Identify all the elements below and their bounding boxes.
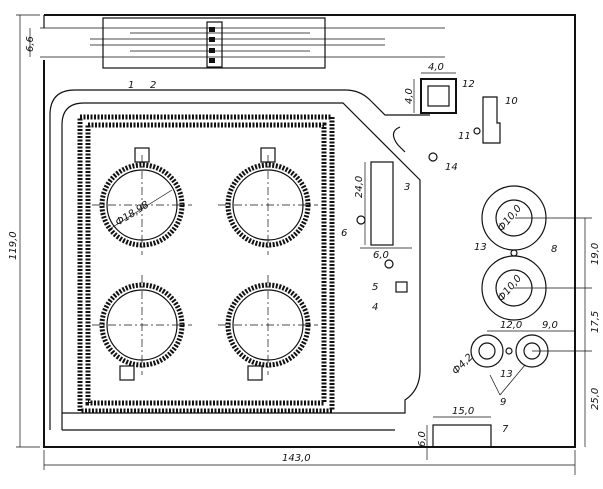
dim-119-0: 119,0 [8,231,19,260]
callout-13a: 13 [474,242,487,253]
dim-6-0-b: 6,0 [417,431,428,447]
callout-6: 6 [341,228,347,239]
dim-6-0-a: 6,0 [373,250,389,261]
tank-3 [92,275,192,375]
callout-5: 5 [372,282,378,293]
dim-19-0: 19,0 [590,243,601,265]
callout-8: 8 [551,244,557,255]
facilities [356,72,575,460]
callout-1: 1 [128,80,134,91]
tank-2 [218,155,318,255]
dim-phi-10-0-b: Ф10,0 [496,273,524,304]
dimension-lines [16,14,592,475]
tank-4 [218,275,318,375]
dim-24-0: 24,0 [354,176,365,198]
tank-enclosure [77,114,335,414]
dim-phi-10-0-a: Ф10,0 [496,203,524,234]
callout-3: 3 [404,182,410,193]
dim-12-0: 12,0 [500,320,522,331]
callout-4: 4 [372,302,378,313]
dim-143-0: 143,0 [282,453,311,464]
road [49,89,430,431]
dim-4-0-h: 4,0 [404,88,415,104]
callout-2: 2 [150,80,156,91]
dim-25-0: 25,0 [590,388,601,410]
callout-13b: 13 [500,369,513,380]
callout-14: 14 [445,162,458,173]
dim-17-5: 17,5 [590,311,601,333]
dim-4-0-w: 4,0 [428,62,444,73]
dim-6-6: 6,6 [25,36,36,52]
dim-15-0: 15,0 [452,406,474,417]
tanks [92,147,318,381]
dimension-labels: 6,6 4,0 4,0 24,0 6,0 Ф18,98 Ф10,0 Ф10,0 … [8,36,601,464]
callout-9: 9 [500,397,506,408]
dim-tank-diameter: Ф18,98 [114,199,151,228]
building-2 [40,17,445,69]
site-boundary [43,14,576,448]
tank-1 [92,155,192,255]
callout-10: 10 [505,96,518,107]
callout-labels: 1 2 3 4 5 6 7 8 9 10 11 12 13 13 14 [128,79,557,435]
callout-11: 11 [458,131,471,142]
callout-12: 12 [462,79,475,90]
dim-9-0: 9,0 [542,320,558,331]
callout-7: 7 [502,424,509,435]
